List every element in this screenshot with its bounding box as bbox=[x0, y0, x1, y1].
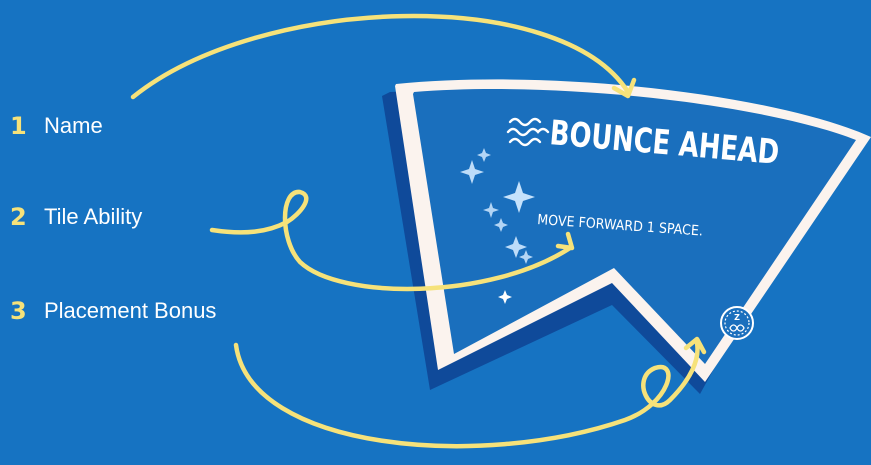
zodiac-token-icon: Z bbox=[721, 307, 753, 339]
svg-text:Z: Z bbox=[734, 313, 740, 322]
